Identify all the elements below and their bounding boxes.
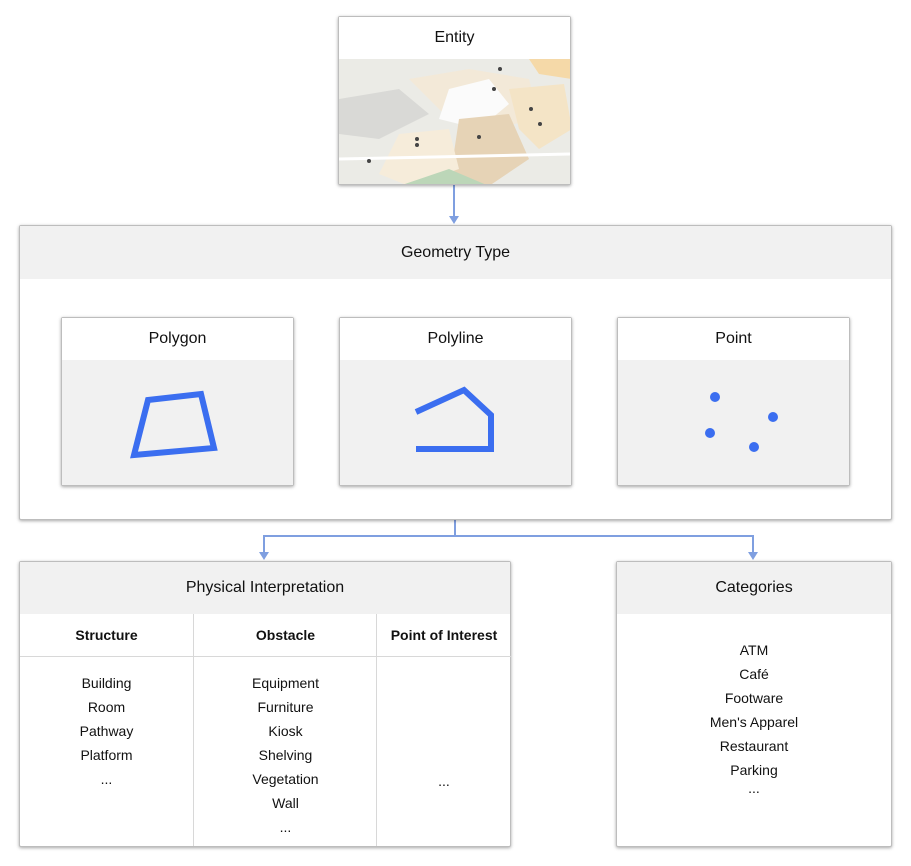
obstacle-header: Obstacle	[194, 614, 377, 657]
list-item: Men's Apparel	[709, 714, 799, 730]
list-item: ...	[748, 780, 760, 796]
categories-title: Categories	[617, 562, 891, 614]
list-item: ...	[100, 771, 113, 787]
obstacle-column: Obstacle Equipment Furniture Kiosk Shelv…	[193, 614, 377, 846]
list-item: Restaurant	[719, 738, 789, 754]
point-of-interest-header: Point of Interest	[377, 614, 511, 657]
list-item: Shelving	[258, 747, 313, 763]
geometry-title: Geometry Type	[20, 226, 891, 279]
list-item: ATM	[739, 642, 769, 658]
categories-node: Categories ATM Café Footware Men's Appar…	[616, 561, 892, 847]
geometry-type-node: Geometry Type Polygon Polyline Point	[19, 225, 892, 520]
list-item: Kiosk	[268, 723, 303, 739]
geometry-to-children-connector	[263, 520, 754, 552]
physical-interpretation-node: Physical Interpretation Structure Buildi…	[19, 561, 511, 847]
list-item: Building	[81, 675, 132, 691]
arrow-head-physical	[259, 552, 269, 560]
polyline-icon	[414, 386, 494, 452]
list-item: Pathway	[79, 723, 134, 739]
list-item: Equipment	[252, 675, 319, 691]
polygon-card: Polygon	[61, 317, 294, 486]
entity-node: Entity	[338, 16, 571, 185]
point-label: Point	[618, 318, 849, 360]
polyline-label: Polyline	[340, 318, 571, 360]
physical-title: Physical Interpretation	[20, 562, 510, 614]
arrow-head-categories	[748, 552, 758, 560]
point-card: Point	[617, 317, 850, 486]
list-item: Furniture	[257, 699, 314, 715]
list-item: Vegetation	[252, 771, 319, 787]
list-item: Platform	[80, 747, 133, 763]
list-item: Wall	[272, 795, 299, 811]
arrow-head-geometry	[449, 216, 459, 224]
list-item: ...	[279, 819, 292, 835]
list-item: ...	[438, 773, 450, 789]
categories-list: ATM Café Footware Men's Apparel Restaura…	[617, 638, 891, 796]
point-of-interest-column: Point of Interest ...	[376, 614, 511, 846]
polyline-card: Polyline	[339, 317, 572, 486]
polygon-label: Polygon	[62, 318, 293, 360]
entity-title: Entity	[339, 17, 570, 59]
list-item: Footware	[724, 690, 784, 706]
list-item: Parking	[730, 762, 778, 778]
point-icon	[705, 392, 778, 452]
structure-column: Structure Building Room Pathway Platform…	[20, 614, 193, 846]
list-item: Café	[739, 666, 769, 682]
polygon-icon	[130, 390, 218, 459]
entity-map-thumbnail	[339, 59, 570, 184]
list-item: Room	[87, 699, 126, 715]
structure-header: Structure	[20, 614, 193, 657]
